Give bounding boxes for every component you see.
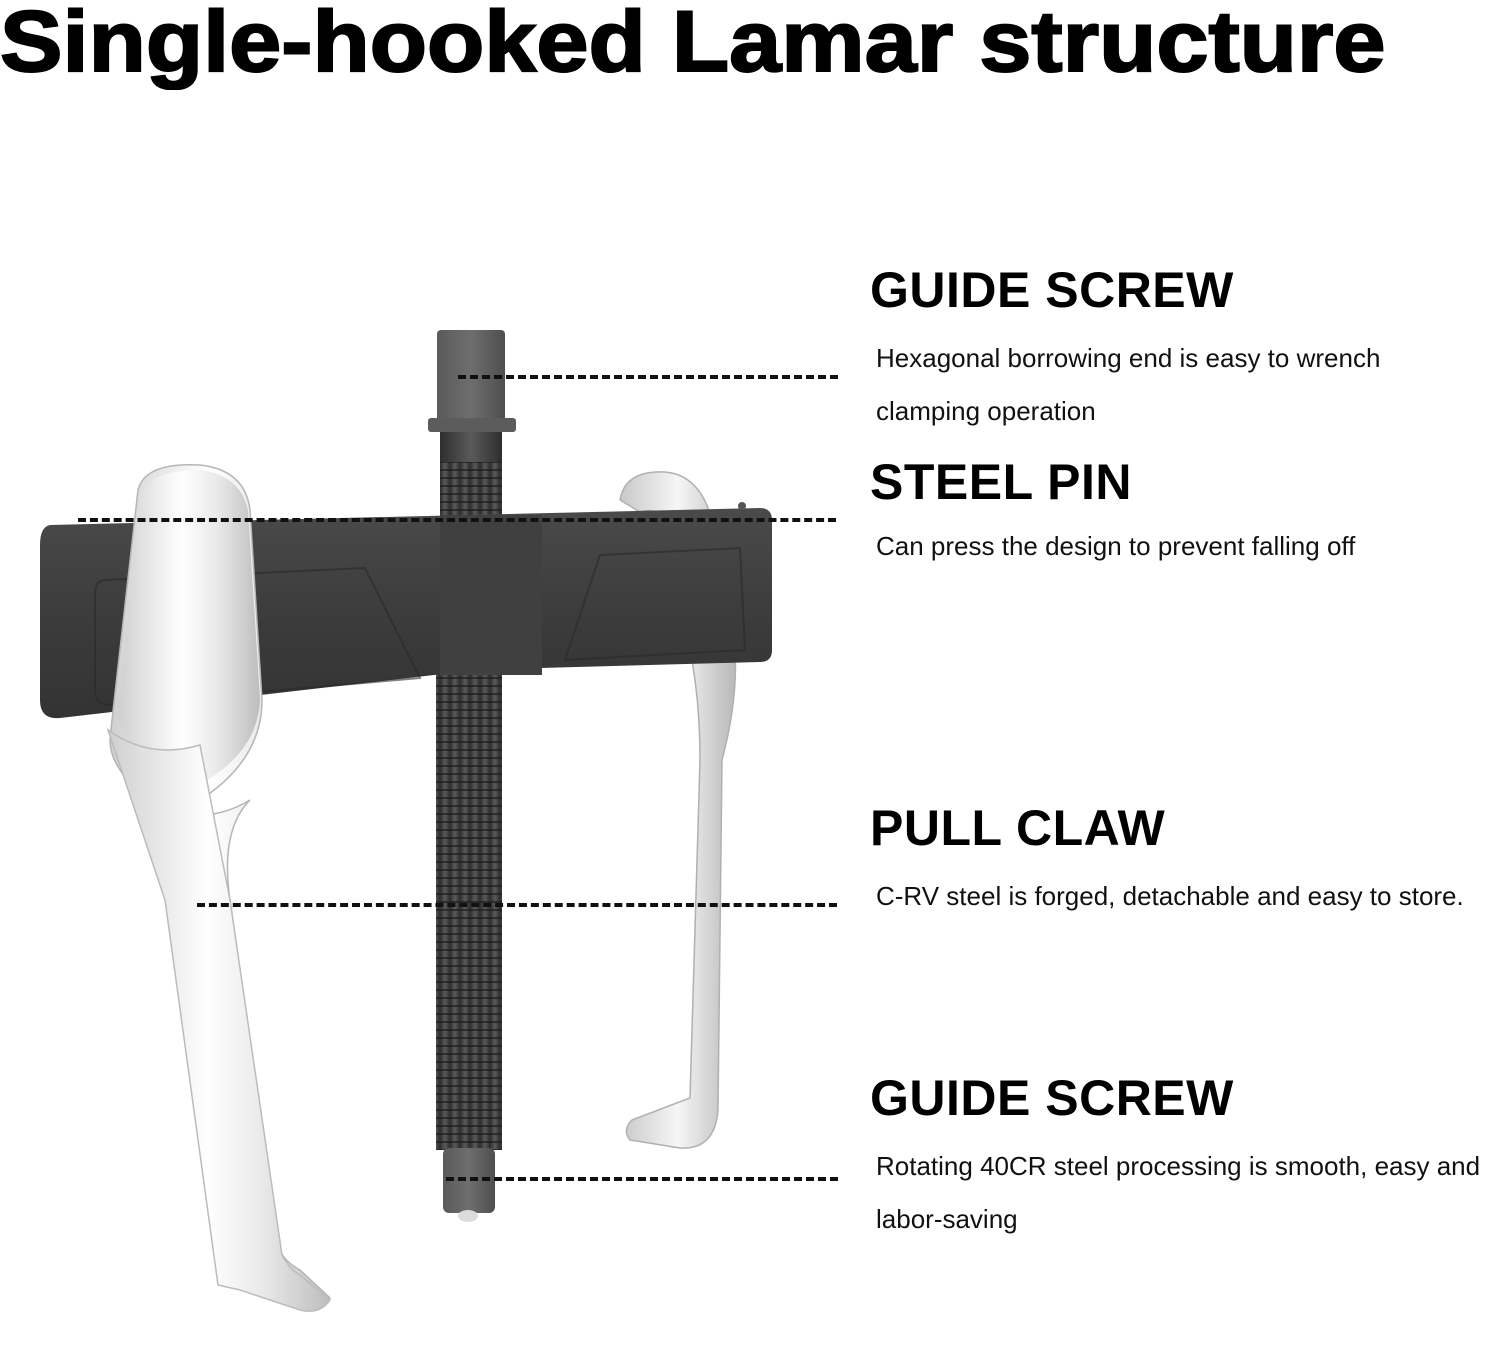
callout-heading: PULL CLAW (870, 800, 1166, 856)
leader-line-pull-claw (197, 903, 837, 907)
callout-description: Can press the design to prevent falling … (876, 531, 1356, 561)
left-pull-claw (106, 463, 332, 1312)
callout-pull-claw: PULL CLAW C-RV steel is forged, detachab… (870, 800, 1500, 923)
leader-line-steel-pin (78, 518, 836, 522)
callout-description: C-RV steel is forged, detachable and eas… (876, 881, 1464, 911)
callout-guide-screw-top: GUIDE SCREW Hexagonal borrowing end is e… (870, 262, 1500, 438)
leader-line-guide-screw-top (458, 375, 838, 379)
guide-screw (428, 330, 516, 1222)
callout-steel-pin: STEEL PIN Can press the design to preven… (870, 454, 1500, 573)
callout-guide-screw-bottom: GUIDE SCREW Rotating 40CR steel processi… (870, 1070, 1500, 1246)
callout-heading: GUIDE SCREW (870, 1070, 1234, 1126)
leader-line-guide-screw-bottom (446, 1177, 838, 1181)
callout-heading: GUIDE SCREW (870, 262, 1234, 318)
callout-heading: STEEL PIN (870, 454, 1132, 510)
callout-description: Hexagonal borrowing end is easy to wrenc… (876, 343, 1381, 426)
callout-description: Rotating 40CR steel processing is smooth… (876, 1151, 1481, 1234)
page-title: Single-hooked Lamar structure (0, 0, 1387, 91)
